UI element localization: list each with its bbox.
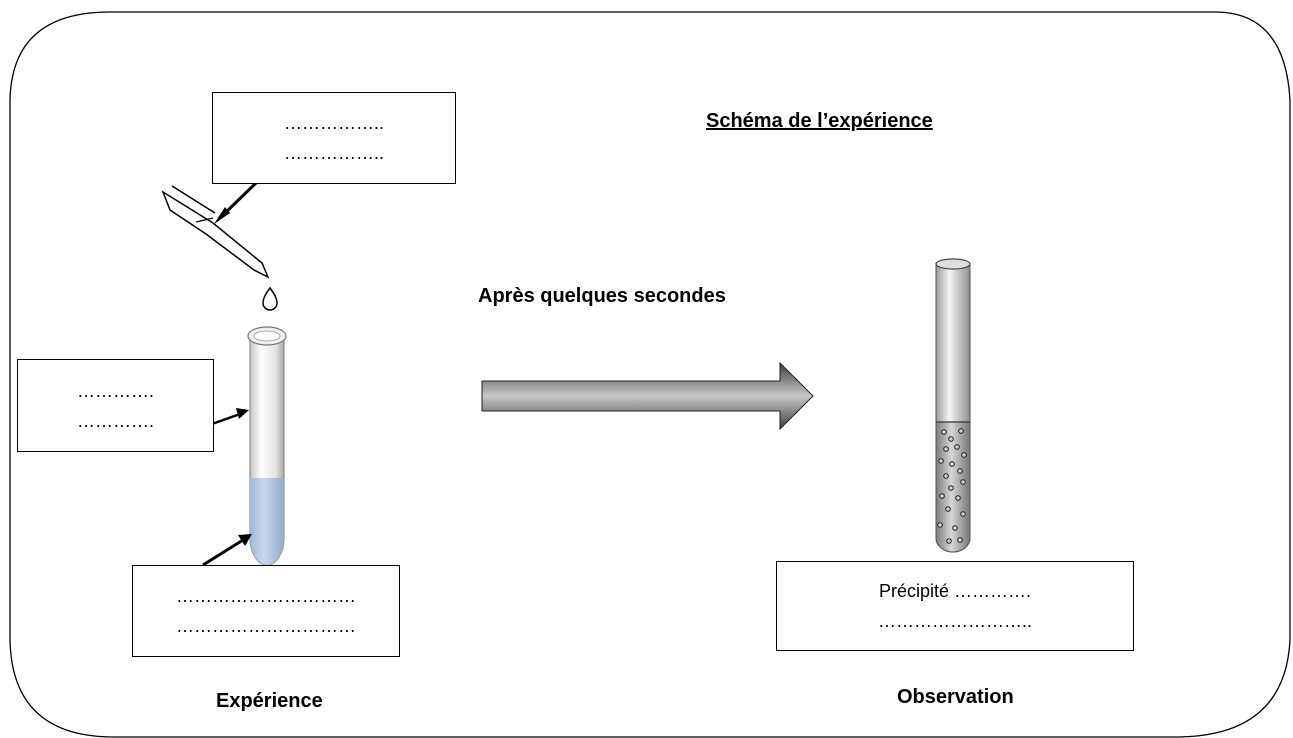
pointer-arrow-tube xyxy=(211,408,249,426)
test-tube-right xyxy=(935,258,971,553)
pipette-label-line-2: …………….. xyxy=(283,143,384,163)
pipette xyxy=(161,185,270,279)
precipitate-label-line-2: …………………….. xyxy=(877,611,1032,631)
pipette-label-line-1: …………….. xyxy=(283,113,384,133)
precipitate-label-line-1: Précipité …………. xyxy=(878,581,1032,601)
pointer-arrow-solution xyxy=(202,534,252,567)
solution-label-line-1: ………………………… xyxy=(176,586,356,606)
tube-label-line-1: …………. xyxy=(76,380,154,401)
transition-label: Après quelques secondes xyxy=(478,285,726,307)
test-tube-left xyxy=(247,326,287,566)
solution-label-box: ………………………… ………………………… xyxy=(132,565,400,657)
diagram-title: Schéma de l’expérience xyxy=(706,110,933,132)
experiment-caption: Expérience xyxy=(216,690,323,712)
solution-label-line-2: ………………………… xyxy=(176,616,356,636)
pointer-arrow-pipette xyxy=(214,181,258,224)
diagram-frame xyxy=(9,11,1291,738)
observation-caption: Observation xyxy=(897,686,1014,708)
pipette-label-box: …………….. …………….. xyxy=(212,92,456,184)
precipitate-particles xyxy=(937,428,967,544)
precipitate-label-box: Précipité …………. …………………….. xyxy=(776,561,1134,651)
tube-label-line-2: …………. xyxy=(76,410,154,431)
drop xyxy=(262,286,278,311)
tube-label-box: …………. …………. xyxy=(17,359,214,452)
transition-arrow xyxy=(481,361,814,431)
